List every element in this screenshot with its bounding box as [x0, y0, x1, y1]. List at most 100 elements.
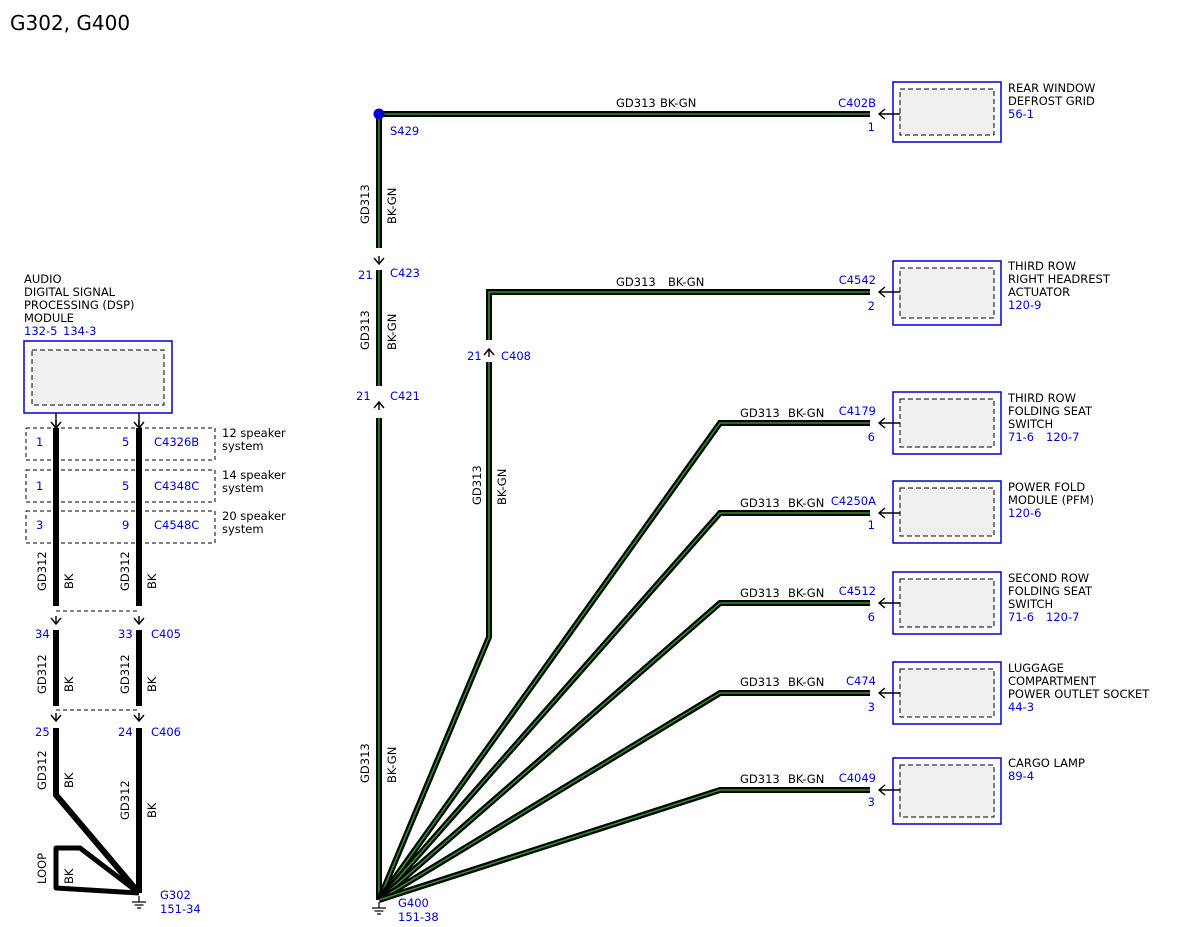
component-ref-link[interactable]: 71-6	[1008, 430, 1034, 444]
wire-color-label: BK-GN	[788, 406, 824, 420]
component-ref-link[interactable]: 89-4	[1008, 769, 1034, 783]
wire-circuit-label: GD312	[118, 780, 132, 820]
wire-color-label: BK	[62, 772, 76, 788]
component-ref-link[interactable]: 120-9	[1008, 298, 1041, 312]
wire-gd313-c4179[interactable]	[376, 420, 870, 902]
wire-circuit-label: GD312	[118, 551, 132, 591]
splice-s429-dot[interactable]	[373, 108, 385, 120]
wire-gd313-c4250a[interactable]	[376, 510, 870, 902]
pin-number: 2	[868, 299, 875, 313]
wire-color-label: BK-GN	[788, 675, 824, 689]
connector-id-link[interactable]: C423	[390, 266, 420, 280]
ground-ref-link[interactable]: 151-34	[160, 902, 201, 916]
connector-id-link[interactable]: C4326B	[154, 435, 199, 449]
component-name-line: POWER FOLD	[1008, 480, 1085, 494]
wire-color-label: BK-GN	[788, 772, 824, 786]
component-name-line: THIRD ROW	[1007, 391, 1076, 405]
connector-id-link[interactable]: C4179	[839, 404, 876, 418]
variant-desc: system	[222, 439, 264, 453]
wire-circuit-label: GD313	[740, 586, 780, 600]
component-ref-link[interactable]: 120-7	[1046, 430, 1079, 444]
component-name-line: FOLDING SEAT	[1008, 584, 1093, 598]
component-name-line: FOLDING SEAT	[1008, 404, 1093, 418]
dsp-name-line: DIGITAL SIGNAL	[24, 285, 116, 299]
wire-color-label: BK	[145, 573, 159, 589]
connector-id-link[interactable]: C4548C	[154, 518, 199, 532]
wire-circuit-label: GD313	[358, 184, 372, 224]
ground-g400-icon	[371, 901, 387, 915]
variant-desc: system	[222, 522, 264, 536]
connector-id-link[interactable]: C421	[390, 389, 420, 403]
ground-ref-link[interactable]: 151-38	[398, 910, 439, 924]
wire-circuit-label: GD312	[35, 654, 49, 694]
pin-number: 3	[36, 518, 43, 532]
connector-c4548c-box	[25, 510, 216, 544]
component-ref-link[interactable]: 71-6	[1008, 610, 1034, 624]
g400-section: S429 21 C423 21 C421 21 C408 GD313 BK-GN…	[356, 108, 870, 924]
connector-id-link[interactable]: C4542	[839, 273, 876, 287]
pin-number: 1	[36, 479, 43, 493]
wire-color-label: BK	[145, 802, 159, 818]
wire-circuit-label: GD313	[740, 496, 780, 510]
wire-color-label: BK-GN	[660, 96, 696, 110]
wire-circuit-label: GD313	[740, 675, 780, 689]
component-second-row-folding-seat-switch: GD313 BK-GN C4512 6 SECOND ROW FOLDING S…	[740, 571, 1093, 635]
wire-circuit-label: GD313	[358, 310, 372, 350]
dsp-section: AUDIO DIGITAL SIGNAL PROCESSING (DSP) MO…	[23, 272, 286, 916]
component-name-line: THIRD ROW	[1007, 259, 1076, 273]
connector-id-link[interactable]: C4049	[839, 771, 876, 785]
connector-id-link[interactable]: C408	[501, 349, 531, 363]
pin-number: 25	[35, 725, 50, 739]
splice-name: S429	[390, 124, 419, 138]
page-title: G302, G400	[10, 11, 130, 35]
pin-number: 5	[122, 479, 129, 493]
ground-g302-icon	[131, 895, 147, 909]
component-third-row-folding-seat-switch: GD313 BK-GN C4179 6 THIRD ROW FOLDING SE…	[740, 391, 1093, 455]
dsp-name-line: MODULE	[24, 311, 74, 325]
connector-id-link[interactable]: C402B	[838, 96, 876, 110]
wire-circuit-label: GD312	[118, 654, 132, 694]
component-name-line: SECOND ROW	[1008, 571, 1089, 585]
component-name-line: SWITCH	[1008, 417, 1053, 431]
pin-number: 3	[868, 795, 875, 809]
wire-loop[interactable]	[53, 845, 141, 896]
component-cargo-lamp: GD313 BK-GN C4049 3 CARGO LAMP 89-4	[740, 756, 1085, 825]
connector-c4348c-box	[25, 469, 216, 503]
variant-desc: system	[222, 481, 264, 495]
component-ref-link[interactable]: 44-3	[1008, 700, 1034, 714]
wire-circuit-label: GD312	[35, 551, 49, 591]
dsp-name-line: AUDIO	[24, 272, 62, 286]
component-name-line: SWITCH	[1008, 597, 1053, 611]
component-luggage-compartment-power-outlet-socket: GD313 BK-GN C474 3 LUGGAGE COMPARTMENT P…	[740, 661, 1150, 725]
component-name-line: ACTUATOR	[1008, 285, 1070, 299]
component-ref-link[interactable]: 56-1	[1008, 107, 1034, 121]
wire-gd312-left[interactable]	[53, 728, 142, 895]
connector-id-link[interactable]: C4348C	[154, 479, 199, 493]
pin-number: 5	[122, 435, 129, 449]
variant-desc: 20 speaker	[222, 509, 286, 523]
ground-name: G302	[160, 888, 191, 902]
component-name-line: DEFROST GRID	[1008, 94, 1095, 108]
pin-number: 1	[868, 518, 875, 532]
component-name-line: CARGO LAMP	[1008, 756, 1085, 770]
pin-number: 34	[35, 627, 50, 641]
connector-id-link[interactable]: C405	[151, 627, 181, 641]
wire-gd313-c4542[interactable]	[486, 289, 870, 340]
component-ref-link[interactable]: 120-7	[1046, 610, 1079, 624]
wire-color-label: BK	[62, 573, 76, 589]
dsp-ref-link[interactable]: 132-5	[24, 324, 57, 338]
dsp-ref-link[interactable]: 134-3	[63, 324, 96, 338]
component-ref-link[interactable]: 120-6	[1008, 506, 1041, 520]
connector-id-link[interactable]: C474	[846, 674, 876, 688]
connector-id-link[interactable]: C4512	[839, 584, 876, 598]
connector-id-link[interactable]: C406	[151, 725, 181, 739]
pin-number: 21	[356, 389, 371, 403]
pin-number: 24	[118, 725, 133, 739]
wire-circuit-label: GD313	[616, 275, 656, 289]
wire-color-label: BK-GN	[385, 188, 399, 224]
wire-gd313-c4049[interactable]	[378, 787, 870, 903]
connector-id-link[interactable]: C4250A	[831, 494, 876, 508]
connector-c4326b-box	[25, 427, 216, 461]
component-rear-window-defrost-grid: GD313 BK-GN C402B 1 REAR WINDOW DEFROST …	[616, 81, 1095, 143]
